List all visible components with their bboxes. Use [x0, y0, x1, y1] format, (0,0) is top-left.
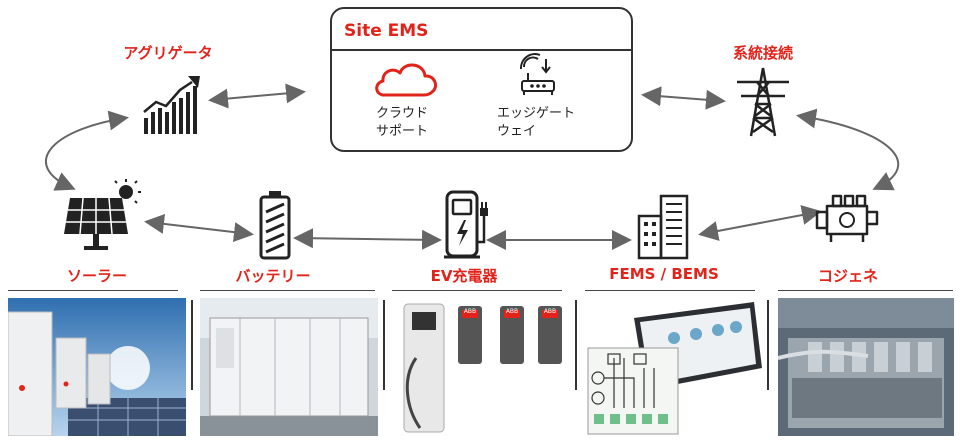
building-icon — [636, 192, 692, 260]
transmission-tower-icon — [733, 66, 793, 138]
fems-bems-label: FEMS / BEMS — [609, 265, 719, 283]
cogen-photo — [778, 298, 954, 436]
battery-icon — [258, 190, 292, 260]
cloud-label-line1: クラウド — [376, 106, 429, 121]
divider-cogen — [778, 290, 953, 291]
site-ems-box: Site EMS クラウド サポート エッジゲート — [330, 7, 633, 152]
site-ems-divider — [332, 49, 631, 51]
trend-chart-icon — [140, 72, 204, 136]
engine-icon — [815, 188, 881, 244]
arrow-aggregator-solar — [44, 110, 129, 191]
arrow-battery-ev — [293, 228, 442, 250]
cloud-support-label: クラウド サポート — [376, 105, 428, 141]
edge-gateway-label: エッジゲート ウェイ — [497, 105, 575, 141]
divider-battery — [200, 290, 375, 291]
arrow-fems-cogen — [698, 205, 822, 241]
arrow-ems-grid — [641, 86, 726, 110]
arrow-aggregator-ems — [208, 83, 306, 109]
ev-charger-photo: ABB ABB ABB — [392, 298, 570, 436]
arrow-solar-battery — [144, 213, 254, 243]
separator-4 — [767, 300, 769, 390]
cloud-icon — [372, 59, 442, 99]
fems-photo — [584, 298, 762, 436]
router-icon — [518, 53, 558, 99]
abb-badge-2: ABB — [505, 308, 519, 315]
ev-charger-icon — [444, 190, 496, 260]
battery-photo — [200, 298, 378, 436]
arrow-grid-cogen — [796, 108, 900, 191]
gateway-label-line1: エッジゲート — [497, 106, 576, 121]
divider-fems — [585, 290, 755, 291]
separator-2 — [383, 300, 385, 390]
gateway-label-line2: ウェイ — [497, 124, 537, 139]
abb-badge-3: ABB — [543, 308, 557, 315]
divider-ev — [392, 290, 562, 291]
ev-charger-label: EV充電器 — [430, 267, 498, 285]
cogen-label: コジェネ — [817, 267, 879, 285]
aggregator-label: アグリゲータ — [123, 44, 213, 62]
cloud-label-line2: サポート — [376, 124, 429, 139]
separator-1 — [191, 300, 193, 390]
site-ems-title: Site EMS — [344, 21, 429, 41]
grid-label: 系統接続 — [732, 44, 794, 62]
solar-label: ソーラー — [66, 267, 128, 285]
separator-3 — [575, 300, 577, 390]
solar-panel-icon — [60, 178, 142, 254]
battery-label: バッテリー — [235, 267, 311, 285]
divider-solar — [8, 290, 178, 291]
solar-photo — [8, 298, 186, 436]
abb-badge-1: ABB — [463, 308, 477, 315]
